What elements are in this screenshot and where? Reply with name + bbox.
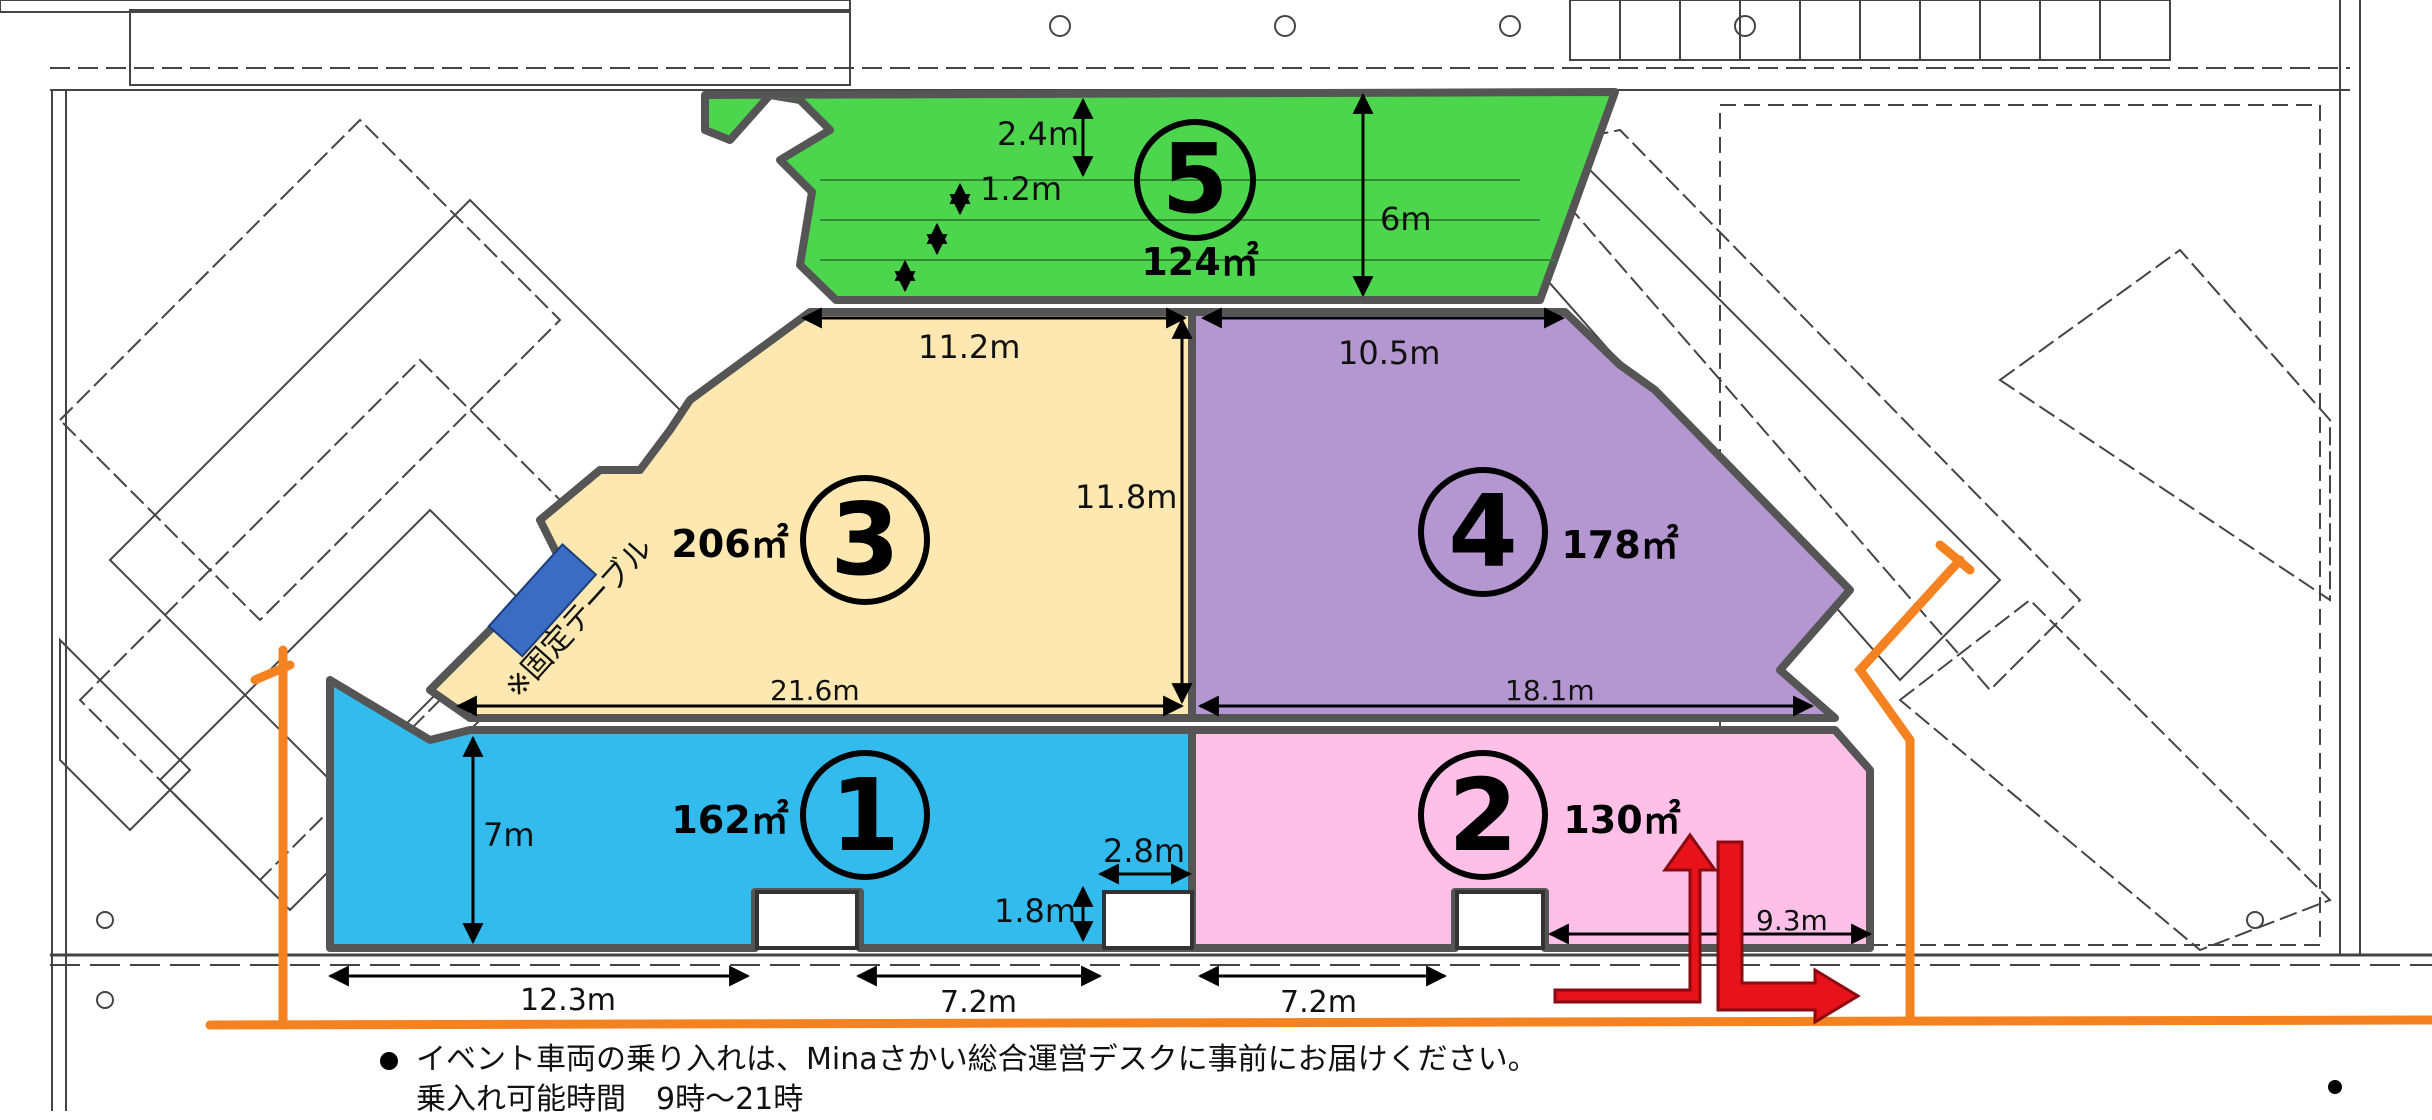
dim-label-7m: 7m [483,816,535,854]
zone-1-label: 1 162㎡ [671,750,930,880]
svg-text:178㎡: 178㎡ [1561,523,1678,567]
notes: イベント車両の乗り入れは、Minaさかい総合運営デスクに事前にお届けください。 … [380,1040,1538,1120]
doorways [755,890,1545,950]
zone-5-stripes [820,179,1555,261]
dim-label-7-2m-b: 7.2m [1280,985,1357,1020]
svg-text:5: 5 [1162,123,1229,235]
dim-label-2-4m: 2.4m [997,115,1079,153]
dim-label-11-2m: 11.2m [918,328,1020,366]
zone-5-label: 5 124㎡ [1134,119,1259,284]
dim-label-1-8m: 1.8m [994,892,1076,930]
zone-1-area[interactable] [326,676,1196,952]
dim-label-10-5m: 10.5m [1338,334,1440,372]
dim-label-18-1m: 18.1m [1505,674,1595,707]
note-line-2: 乗入れ可能時間 9時～21時 [416,1082,804,1117]
svg-text:4: 4 [1448,473,1518,590]
svg-text:1: 1 [830,757,900,874]
dimension-lines [327,92,1873,987]
dim-label-7-2m-a: 7.2m [940,985,1017,1020]
dimension-labels: 2.4m 1.2m 6m 11.2m 10.5m 11.8m 21.6m 18.… [483,115,1828,1020]
zone-4-label: 4 178㎡ [1418,467,1679,597]
svg-text:162㎡: 162㎡ [671,798,788,842]
dim-label-6m: 6m [1380,200,1432,238]
fixed-table [487,542,598,658]
dim-label-2-8m: 2.8m [1103,832,1185,870]
svg-text:2: 2 [1448,757,1518,874]
zone-4-area[interactable] [1188,308,1854,722]
dim-label-21-6m: 21.6m [770,674,860,707]
svg-text:3: 3 [830,481,900,598]
dim-label-12-3m: 12.3m [520,983,616,1018]
svg-text:130㎡: 130㎡ [1563,798,1680,842]
note-line-1: イベント車両の乗り入れは、Minaさかい総合運営デスクに事前にお届けください。 [380,1040,1538,1080]
vehicle-route-arrow [1553,832,1861,1025]
dim-label-1-2m: 1.2m [980,170,1062,208]
svg-text:124㎡: 124㎡ [1141,240,1258,284]
svg-text:206㎡: 206㎡ [671,522,788,566]
map-dot [2328,1080,2342,1094]
zone-3-label: 3 206㎡ [671,475,930,605]
dim-label-11-8m: 11.8m [1075,478,1177,516]
zone-2-label: 2 130㎡ [1418,750,1681,880]
bullet-icon [380,1051,398,1070]
dim-label-9-3m: 9.3m [1756,904,1828,937]
road-barriers [205,540,2432,1030]
